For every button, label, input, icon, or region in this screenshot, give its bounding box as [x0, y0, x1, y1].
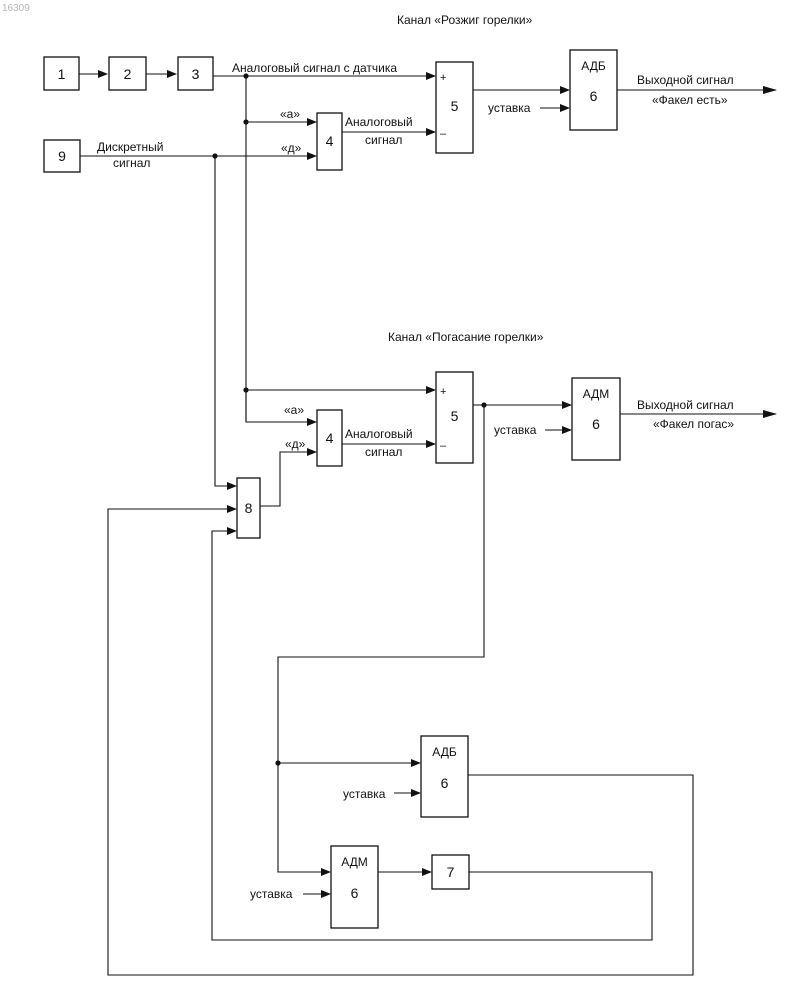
block-6-adm-lower: АДМ 6	[572, 378, 620, 460]
block-5-upper-label: 5	[451, 98, 459, 114]
block-4-upper-label: 4	[326, 133, 334, 149]
block-6-adb-upper: АДБ 6	[570, 50, 617, 130]
input-d-upper-label: «д»	[281, 141, 302, 155]
junction-dot	[481, 402, 486, 407]
block-8-label: 8	[245, 500, 253, 516]
ignition-channel-title: Канал «Розжиг горелки»	[397, 13, 533, 27]
block-6-adm-bottom: АДМ 6	[331, 846, 378, 928]
input-a-upper-label: «а»	[280, 107, 300, 121]
adb-bottom-title: АДБ	[432, 745, 457, 759]
plus-sign: +	[440, 72, 446, 84]
watermark-text: 16309	[2, 3, 30, 14]
adm-bottom-title: АДМ	[341, 855, 368, 869]
output-flame-off-line1: Выходной сигнал	[637, 398, 734, 412]
adm-lower-number: 6	[592, 416, 600, 432]
junction-dot	[275, 760, 280, 765]
block-4-lower: 4	[317, 410, 342, 466]
analog-signal-lower-line1: Аналоговый	[345, 427, 413, 441]
setpoint-adb-upper-label: уставка	[488, 101, 531, 115]
output-flame-on-line1: Выходной сигнал	[637, 73, 734, 87]
setpoint-adm-lower-label: уставка	[494, 423, 537, 437]
connections	[79, 73, 776, 975]
wire-discrete-to-block-8	[215, 156, 236, 486]
minus-sign: –	[440, 440, 447, 452]
input-d-lower-label: «д»	[285, 437, 306, 451]
output-flame-on-line2: «Факел есть»	[652, 93, 728, 107]
adb-upper-number: 6	[590, 88, 598, 104]
discrete-signal-label-line1: Дискретный	[97, 140, 163, 154]
wire-block-8-to-selector-d-lower	[260, 452, 316, 506]
plus-sign: +	[440, 386, 446, 398]
analog-signal-lower-line2: сигнал	[365, 445, 402, 459]
setpoint-adb-bottom-label: уставка	[343, 787, 386, 801]
block-9: 9	[44, 140, 80, 172]
adb-bottom-number: 6	[441, 775, 449, 791]
junction-dot	[243, 119, 248, 124]
block-5-lower: 5 + –	[436, 372, 473, 463]
block-7: 7	[432, 855, 469, 889]
analog-sensor-label: Аналоговый сигнал с датчика	[232, 61, 397, 75]
junction-dot	[212, 153, 217, 158]
analog-signal-upper-line1: Аналоговый	[345, 115, 413, 129]
block-9-label: 9	[58, 148, 66, 164]
output-flame-off-line2: «Факел погас»	[653, 417, 734, 431]
block-1: 1	[44, 57, 79, 90]
block-8: 8	[237, 478, 260, 538]
extinction-channel-title: Канал «Погасание горелки»	[388, 330, 544, 344]
block-1-label: 1	[58, 66, 66, 82]
adm-lower-title: АДМ	[583, 387, 610, 401]
discrete-signal-label-line2: сигнал	[113, 156, 150, 170]
setpoint-adm-bottom-label: уставка	[250, 887, 293, 901]
wire-bottom-adb-feedback	[108, 509, 693, 975]
block-7-label: 7	[447, 864, 455, 880]
minus-sign: –	[440, 128, 447, 140]
block-2-label: 2	[124, 66, 132, 82]
adm-bottom-number: 6	[351, 885, 359, 901]
block-5-lower-label: 5	[451, 408, 459, 424]
junction-dot	[243, 387, 248, 392]
input-a-lower-label: «а»	[284, 403, 304, 417]
block-6-adb-bottom: АДБ 6	[421, 736, 468, 817]
adb-upper-title: АДБ	[581, 59, 606, 73]
block-4-lower-label: 4	[326, 430, 334, 446]
block-3-label: 3	[192, 66, 200, 82]
block-5-upper: 5 + –	[436, 62, 473, 153]
block-4-upper: 4	[317, 113, 342, 170]
analog-signal-upper-line2: сигнал	[365, 133, 402, 147]
wire-bus-to-selector-a-lower	[246, 390, 316, 422]
block-2: 2	[109, 57, 146, 90]
block-3: 3	[178, 57, 213, 90]
